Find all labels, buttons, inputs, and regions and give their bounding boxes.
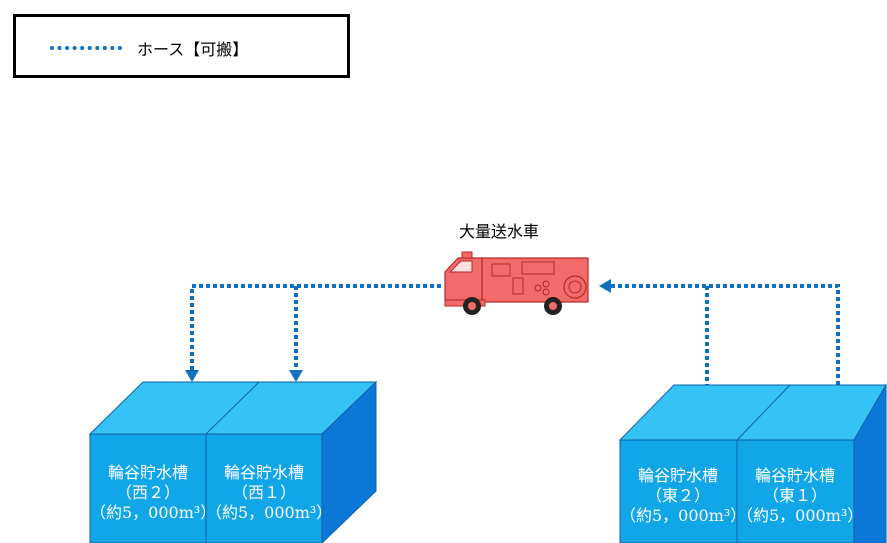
- tank-name: 輪谷貯水槽: [637, 466, 718, 485]
- hose-west-main: [190, 284, 441, 370]
- truck-label: 大量送水車: [459, 222, 540, 241]
- tank-name: 輪谷貯水槽: [223, 463, 304, 482]
- tank-east2-front: [619, 439, 738, 543]
- truck-gauge-3: [542, 288, 550, 296]
- tank-sub: （東２）: [645, 486, 710, 505]
- tank-capacity: （約5，000m³）: [737, 506, 864, 525]
- truck-window-1: [491, 263, 511, 277]
- arrow-to-truck: [599, 279, 611, 293]
- truck-wheels: [463, 297, 562, 315]
- tank-west1-label: 輪谷貯水槽 （西１） （約5，000m³）: [206, 463, 333, 523]
- tank-east1-front: [736, 439, 855, 543]
- arrow-to-west1: [289, 370, 303, 382]
- truck-siren-light: [461, 251, 473, 259]
- legend-hose-line: [50, 46, 122, 50]
- tank-sub: （西１）: [231, 483, 296, 502]
- tank-capacity: （約5，000m³）: [90, 503, 217, 522]
- tank-sub: （東１）: [762, 486, 827, 505]
- east-tank-top: [618, 384, 887, 441]
- truck-gauge-2: [542, 280, 550, 288]
- tank-capacity: （約5，000m³）: [620, 506, 747, 525]
- west-tank-block: [88, 380, 378, 543]
- truck-gauge-1: [534, 284, 542, 292]
- tank-east2-label: 輪谷貯水槽 （東２） （約5，000m³）: [620, 466, 747, 526]
- truck-hose-reel: [563, 275, 587, 299]
- tank-west1-front: [205, 433, 323, 543]
- pump-truck: [444, 251, 589, 315]
- tank-west2-label: 輪谷貯水槽 （西２） （約5，000m³）: [90, 463, 217, 523]
- tank-capacity: （約5，000m³）: [206, 503, 333, 522]
- truck-panel: [512, 277, 524, 295]
- truck-window-2: [521, 261, 555, 275]
- legend: ホース【可搬】: [13, 14, 350, 78]
- tank-name: 輪谷貯水槽: [754, 466, 835, 485]
- legend-label: ホース【可搬】: [137, 40, 249, 59]
- east-tank-block: [618, 383, 887, 543]
- tank-east1-label: 輪谷貯水槽 （東１） （約5，000m³）: [737, 466, 864, 526]
- truck-body: [481, 257, 589, 303]
- hose-arrows: [185, 279, 611, 382]
- tank-name: 輪谷貯水槽: [107, 463, 188, 482]
- arrow-to-west2: [185, 370, 199, 382]
- hose-east-main: [611, 284, 840, 405]
- truck-windshield: [448, 260, 473, 273]
- tank-sub: （西２）: [115, 483, 180, 502]
